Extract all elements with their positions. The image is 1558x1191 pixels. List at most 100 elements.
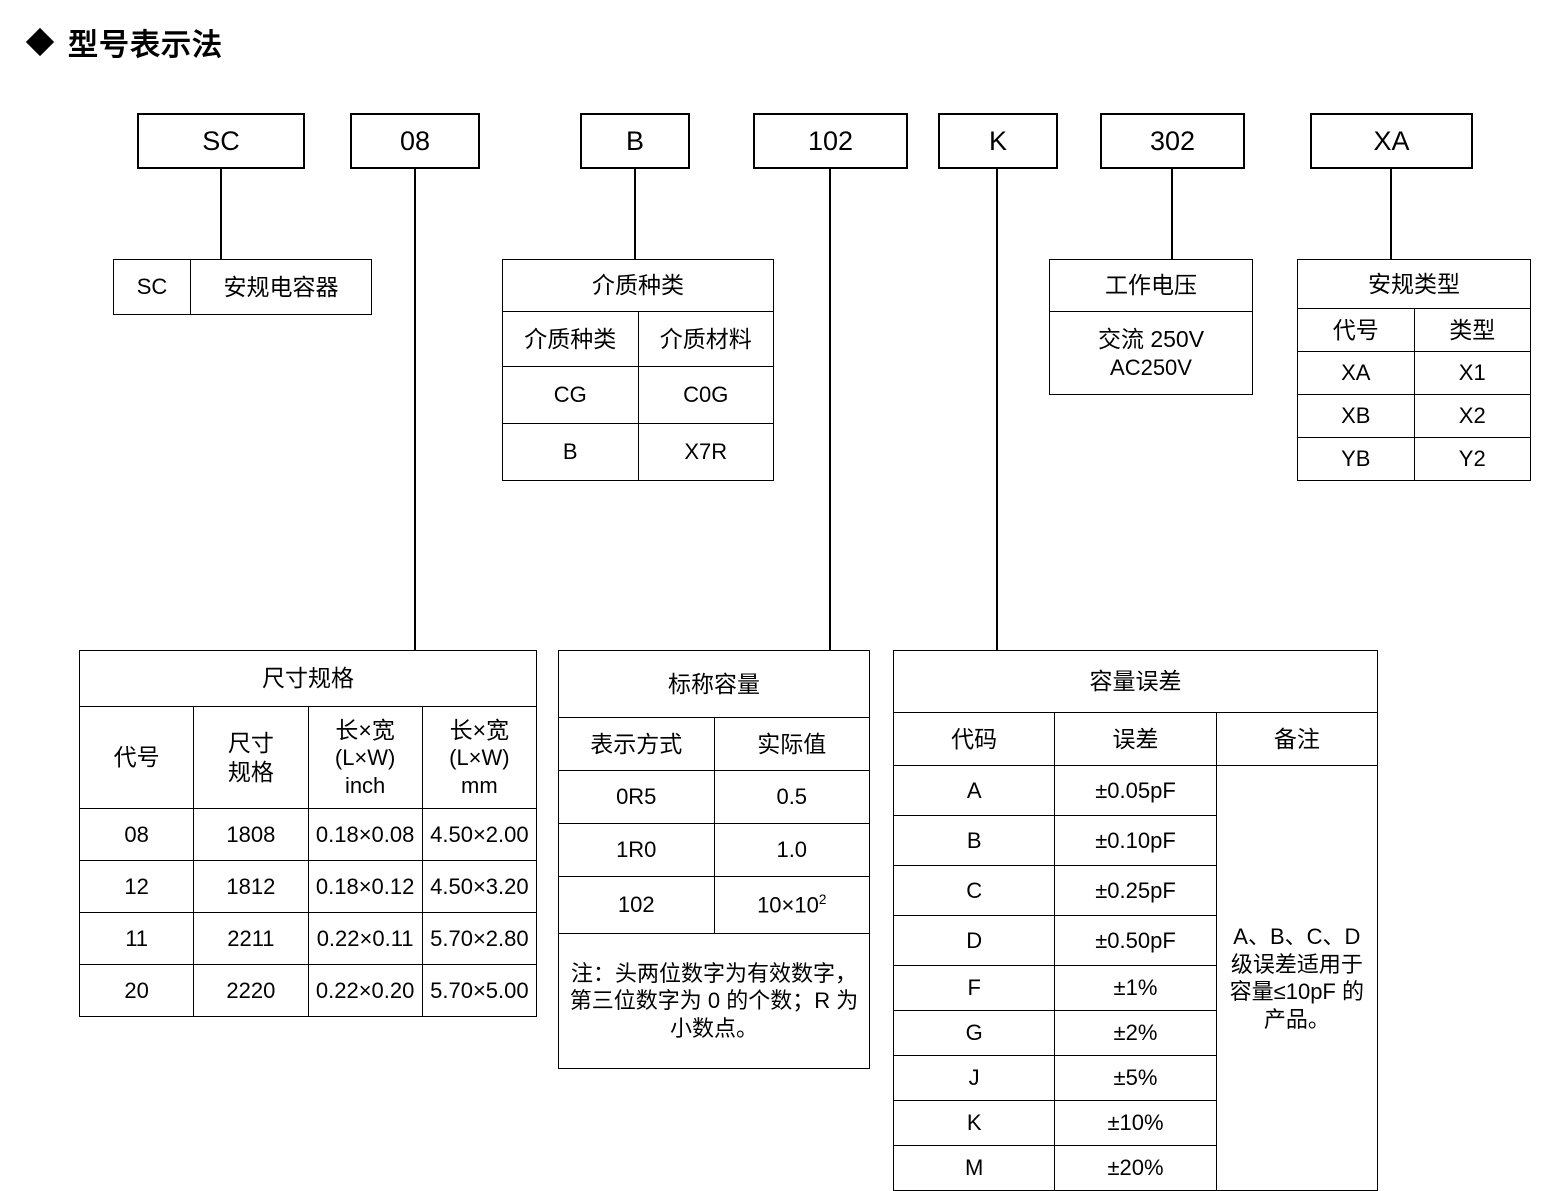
code-box-safety: XA [1310,113,1473,169]
code-box-voltage: 302 [1100,113,1245,169]
table-row: 12 1812 0.18×0.12 4.50×3.20 [78,860,538,913]
safety-header-type: 类型 [1413,308,1531,352]
leader-line-tolerance [996,169,998,650]
safety-type-cell: Y2 [1413,437,1531,481]
capacitance-tolerance-table: 容量误差 代码 误差 备注 A ±0.05pF A、B、C、D 级误差适用于容量… [892,650,1379,1191]
series-description-cell: 安规电容器 [190,259,372,315]
safety-header-code: 代号 [1297,308,1415,352]
table-row: B ±0.10pF [892,815,1378,866]
table-row: CG C0G [502,366,774,424]
voltage-value-cell: 交流 250V AC250V [1049,311,1253,395]
size-code-cell: 11 [78,912,195,965]
tolerance-code-cell: K [892,1100,1056,1146]
capacity-header-notation: 表示方式 [558,717,715,771]
diamond-bullet-icon [25,27,55,57]
tolerance-value-cell: ±20% [1054,1145,1217,1191]
nominal-capacity-table: 标称容量 表示方式 实际值 0R5 0.5 1R0 1.0 102 10×102… [558,650,870,1069]
size-spec-cell: 2220 [193,964,309,1017]
page-title: 型号表示法 [25,20,223,64]
table-row: 20 2220 0.22×0.20 5.70×5.00 [78,964,538,1017]
size-spec-cell: 2211 [193,912,309,965]
safety-class-table: 安规类型 代号 类型 XA X1 XB X2 YB Y2 [1297,259,1531,481]
code-box-tolerance-label: K [988,125,1007,156]
table-header-row: 代码 误差 备注 [892,712,1379,766]
size-header-inch-l1: 长×宽 [335,716,395,743]
capacity-actual-base: 10×10 [757,892,819,918]
dielectric-table: 介质种类 介质种类 介质材料 CG C0G B X7R [502,259,774,481]
tolerance-code-cell: C [892,865,1056,916]
code-box-dielectric-label: B [625,125,644,156]
tolerance-code-cell: J [892,1055,1056,1101]
leader-line-voltage [1171,169,1173,259]
size-header-code: 代号 [78,706,195,809]
tolerance-code-cell: G [892,1010,1056,1056]
size-code-cell: 20 [78,964,195,1017]
code-box-safety-label: XA [1373,125,1410,156]
size-inch-cell: 0.18×0.08 [307,808,423,861]
dielectric-type-cell: CG [502,366,639,424]
capacity-notation-cell: 0R5 [558,770,715,824]
capacity-actual-cell: 1.0 [713,823,870,877]
table-header-row: 介质种类 介质材料 [502,311,774,367]
tolerance-code-cell: M [892,1145,1056,1191]
tolerance-header-remark: 备注 [1215,712,1379,766]
tolerance-code-cell: B [892,815,1056,866]
capacity-table-title: 标称容量 [558,650,870,718]
tolerance-value-cell: ±10% [1054,1100,1217,1146]
size-code-cell: 12 [78,860,195,913]
size-spec-table: 尺寸规格 代号 尺寸 规格 长×宽 (L×W) inch 长×宽 (L×W) m… [78,650,538,1017]
table-row: 08 1808 0.18×0.08 4.50×2.00 [78,808,538,861]
code-box-capacitance-label: 102 [807,125,854,156]
table-row: C ±0.25pF [892,865,1378,916]
dielectric-type-cell: B [502,423,639,481]
size-spec-cell: 1812 [193,860,309,913]
series-code-cell: SC [113,259,191,315]
leader-line-capacitance [829,169,831,650]
table-header-row: 介质种类 [502,259,774,312]
code-box-voltage-label: 302 [1149,125,1196,156]
safety-type-cell: X1 [1413,351,1531,395]
table-header-row: 表示方式 实际值 [558,717,870,771]
table-row: B X7R [502,423,774,481]
table-row: D ±0.50pF [892,915,1378,966]
capacity-note: 注：头两位数字为有效数字，第三位数字为 0 的个数；R 为小数点。 [558,933,870,1069]
dielectric-header-type: 介质种类 [502,311,639,367]
code-box-size-label: 08 [399,125,431,156]
safety-code-cell: XB [1297,394,1415,438]
dielectric-table-title: 介质种类 [502,259,774,312]
size-header-spec: 尺寸 规格 [193,706,309,809]
tolerance-table-title: 容量误差 [893,650,1378,713]
table-row: K ±10% [892,1100,1378,1146]
size-inch-cell: 0.22×0.20 [307,964,423,1017]
size-header-inch-l2: (L×W) [334,745,396,771]
size-header-spec-l1: 尺寸 [227,729,274,756]
table-header-row: 安规类型 [1297,259,1531,309]
size-header-inch: 长×宽 (L×W) inch [307,706,423,809]
code-box-series: SC [137,113,305,169]
safety-code-cell: XA [1297,351,1415,395]
table-row: 102 10×102 [558,876,870,934]
table-header-row: 代号 类型 [1297,308,1531,352]
table-row: 注：头两位数字为有效数字，第三位数字为 0 的个数；R 为小数点。 [558,933,870,1069]
tolerance-code-cell: D [892,915,1056,966]
leader-line-dielectric [634,169,636,259]
size-mm-cell: 4.50×3.20 [421,860,538,913]
leader-line-size [414,169,416,650]
table-header-row: 标称容量 [558,650,870,718]
size-header-mm-l2: (L×W) [449,745,510,771]
table-row: A ±0.05pF A、B、C、D 级误差适用于容量≤10pF 的产品。 [892,765,1379,1191]
code-box-series-label: SC [202,125,240,156]
tolerance-header-value: 误差 [1054,712,1217,766]
size-header-mm-l1: 长×宽 [449,716,510,743]
safety-type-cell: X2 [1413,394,1531,438]
capacity-actual-exponent: 2 [818,892,827,908]
leader-line-safety [1390,169,1392,259]
size-header-mm-l3: mm [461,772,498,798]
table-header-row: 尺寸规格 [79,650,537,707]
size-mm-cell: 5.70×5.00 [421,964,538,1017]
tolerance-value-cell: ±0.10pF [1054,815,1217,866]
dielectric-material-cell: X7R [637,423,774,481]
tolerance-value-cell: ±1% [1054,965,1217,1011]
capacity-actual-cell: 10×102 [713,876,870,934]
table-row: XA X1 [1297,351,1531,395]
